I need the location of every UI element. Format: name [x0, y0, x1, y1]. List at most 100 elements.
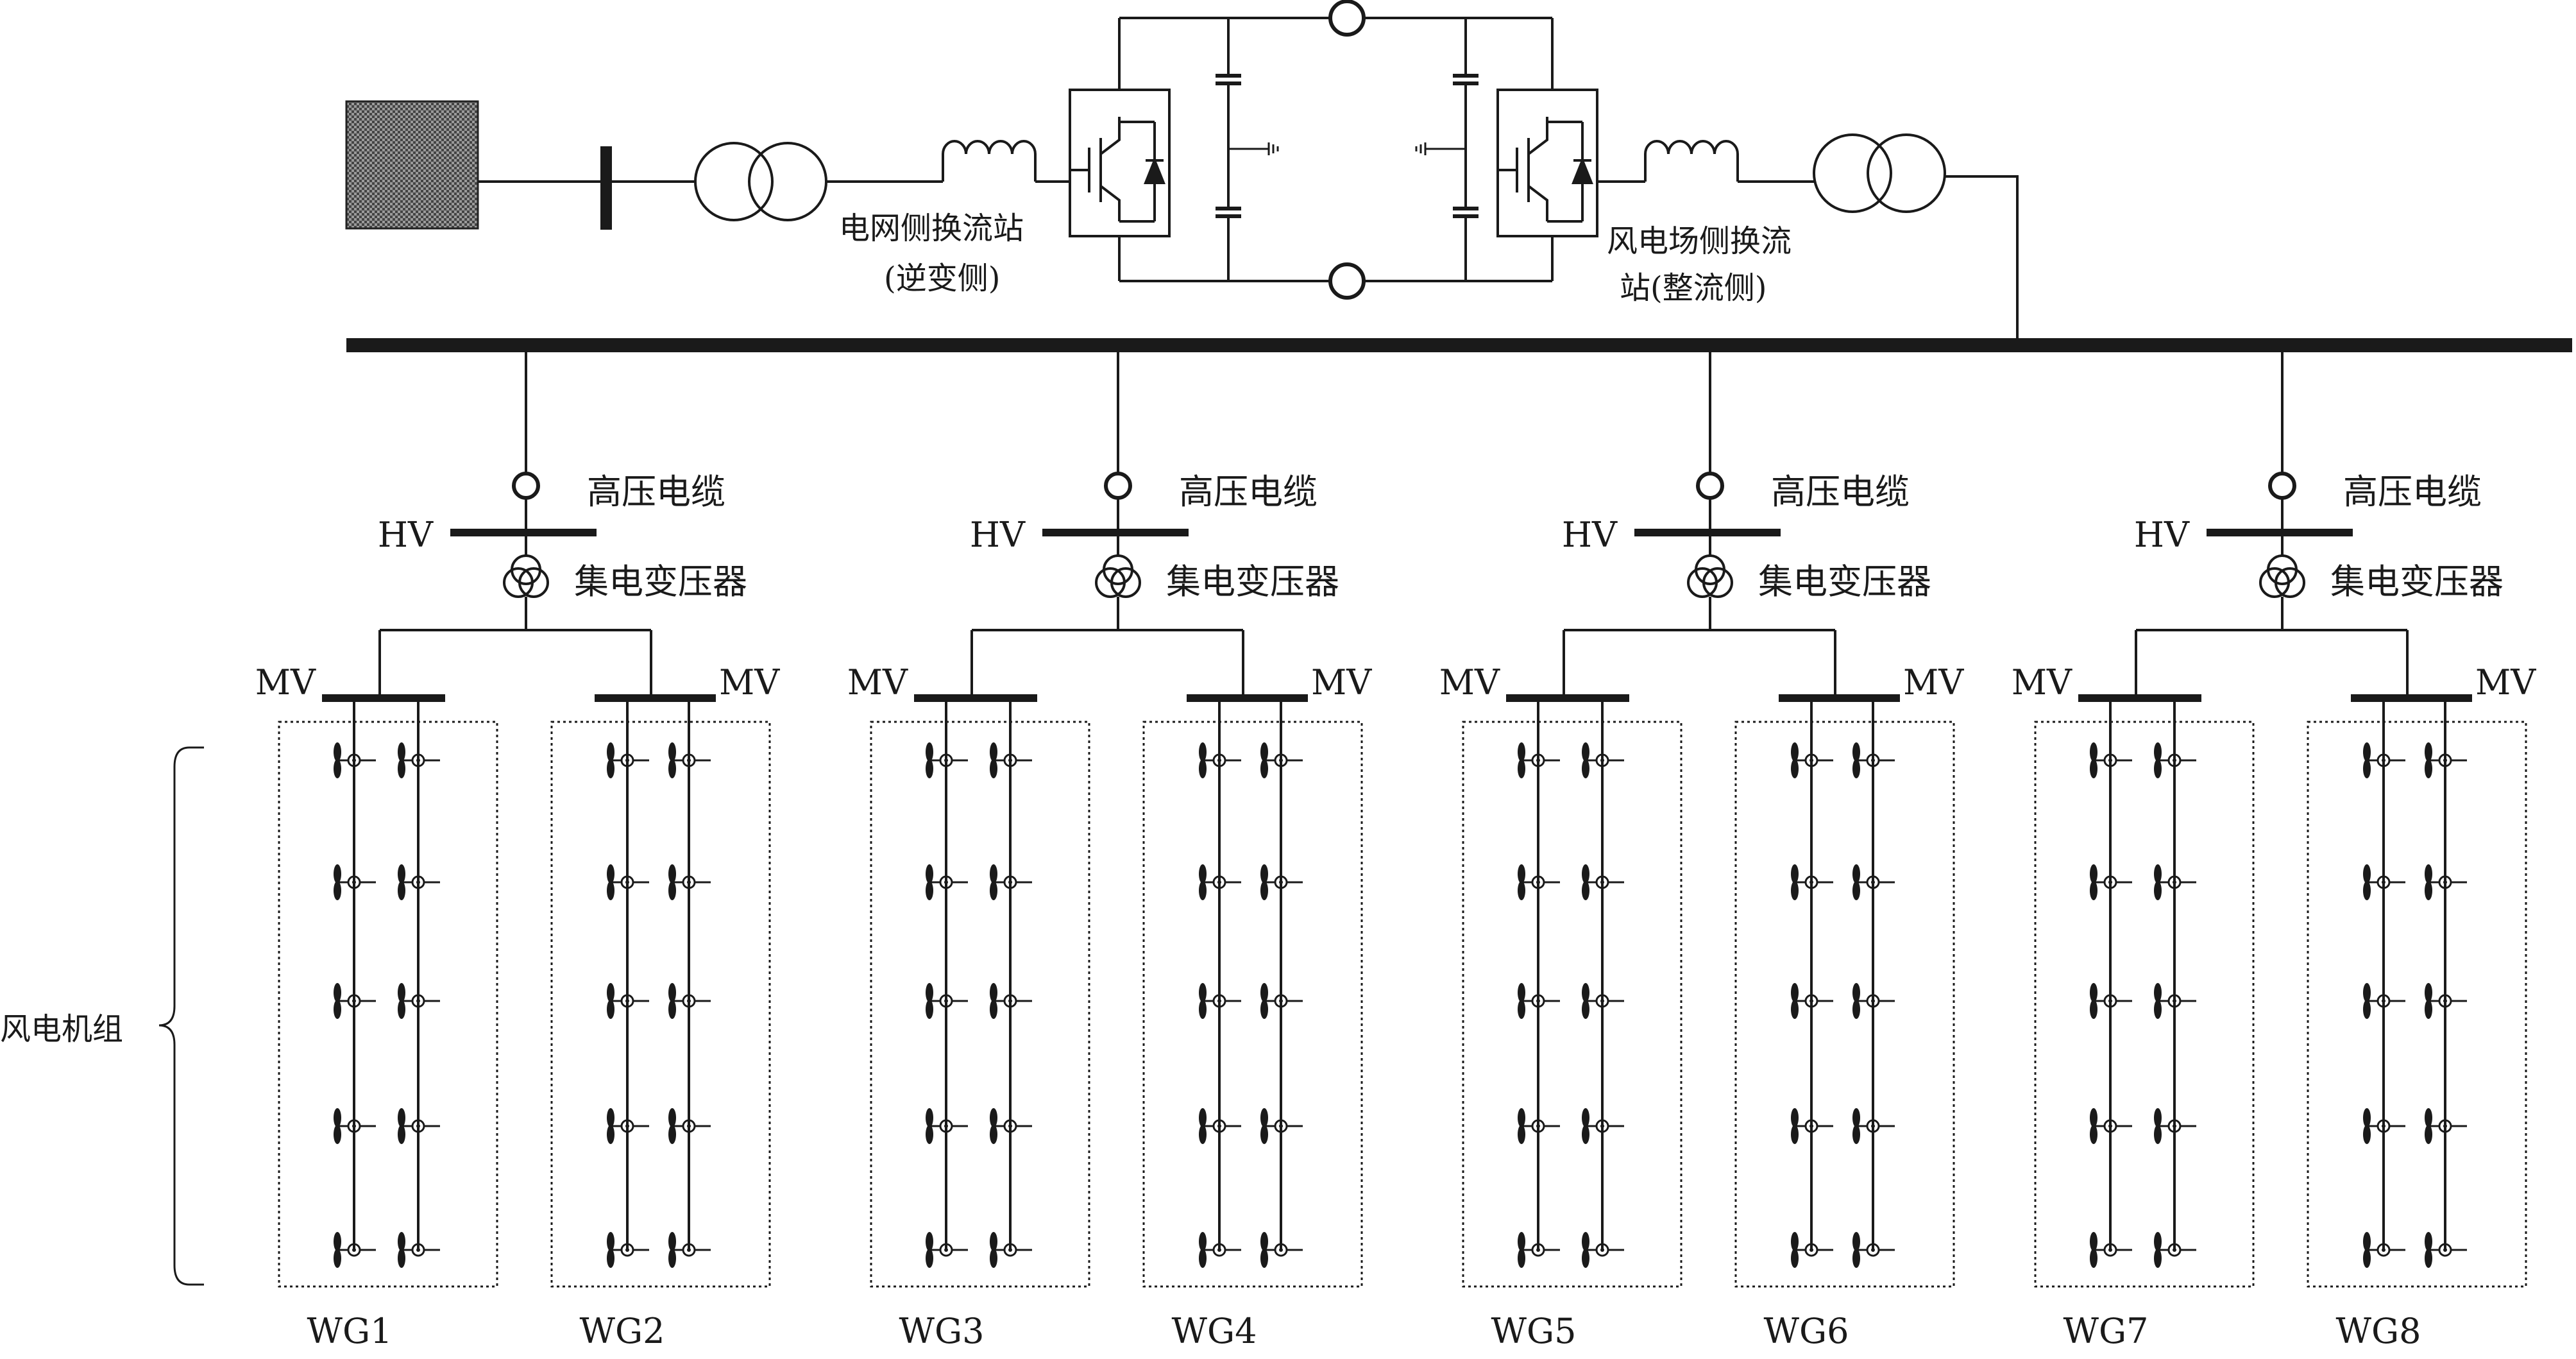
wind-turbine-icon [1518, 864, 1560, 900]
hv-cable-terminal-icon [1104, 472, 1132, 500]
turbine-group-left [278, 698, 498, 1288]
wind-turbine-icon [2090, 983, 2132, 1019]
hv-cable-terminal-icon [1696, 472, 1724, 500]
grid-side-dc-capacitors [1216, 18, 1279, 281]
wind-turbine-icon [1260, 742, 1303, 778]
wind-turbine-icon [926, 983, 968, 1019]
mv-label-right: MV [719, 662, 780, 703]
turbine-group-label: WG7 [2063, 1311, 2149, 1351]
mv-label-left: MV [2012, 662, 2072, 703]
wind-turbine-icon [2425, 742, 2467, 778]
wind-turbine-icon [1260, 1108, 1303, 1144]
wind-turbine-icon [1260, 1232, 1303, 1268]
wind-turbine-icon [1199, 742, 1241, 778]
hv-cable-label: 高压电缆 [2343, 472, 2482, 512]
wind-side-station-label: 风电场侧换流 [1607, 223, 1792, 259]
wind-turbine-icon [1791, 864, 1833, 900]
collection-transformer-icon [1687, 554, 1733, 598]
grid-side-station-sublabel: (逆变侧) [884, 261, 1000, 296]
turbine-group-right [1734, 698, 1955, 1288]
wind-side-station-sublabel: 站(整流侧) [1620, 270, 1767, 306]
wind-turbine-icon [607, 1232, 649, 1268]
wind-side-converter-valve [1496, 89, 1598, 237]
wind-turbine-icon [668, 864, 711, 900]
turbine-group-label: WG4 [1172, 1311, 1257, 1351]
mv-label-left: MV [847, 662, 908, 703]
wind-turbine-icon [607, 864, 649, 900]
wind-turbine-icon [2363, 742, 2405, 778]
dc-positive-cable-terminal [1328, 0, 1366, 37]
wind-turbine-icon [2363, 983, 2405, 1019]
wind-turbine-icon [1199, 1232, 1241, 1268]
turbine-group-label: WG6 [1764, 1311, 1849, 1351]
collection-transformer-icon [1095, 554, 1141, 598]
wind-turbine-icon [398, 1108, 440, 1144]
hv-cable-terminal-icon [512, 472, 540, 500]
hv-label: HV [970, 515, 1026, 555]
hv-cable-label: 高压电缆 [1771, 472, 1910, 512]
wind-turbine-icon [1518, 1232, 1560, 1268]
wind-turbine-icon [2154, 1232, 2196, 1268]
wind-turbine-icon [1199, 864, 1241, 900]
wind-turbine-icon [990, 864, 1032, 900]
wind-turbine-icon [926, 742, 968, 778]
turbine-group-enclosure [278, 721, 498, 1288]
wind-turbine-icon [1199, 1108, 1241, 1144]
wind-turbine-icon [668, 1232, 711, 1268]
turbine-group-left [1462, 698, 1682, 1288]
wind-turbine-icon [607, 983, 649, 1019]
feeder-bay [870, 352, 1363, 1288]
wind-turbine-icon [398, 742, 440, 778]
wind-turbine-icon [990, 1108, 1032, 1144]
turbine-group-right [550, 698, 771, 1288]
wind-turbine-icon [1852, 742, 1895, 778]
grid-side-converter-valve [1069, 89, 1171, 237]
dc-negative-cable-terminal [1328, 262, 1366, 300]
turbine-group-enclosure [1734, 721, 1955, 1288]
turbine-group-enclosure [2034, 721, 2255, 1288]
wind-units-bracket [158, 746, 204, 1286]
wind-turbine-icon [1791, 742, 1833, 778]
wind-turbine-icon [1791, 1108, 1833, 1144]
hv-label: HV [378, 515, 434, 555]
wind-turbine-icon [2363, 864, 2405, 900]
wind-turbine-icon [398, 983, 440, 1019]
wind-turbine-icon [2154, 864, 2196, 900]
wind-turbine-icon [334, 1232, 376, 1268]
turbine-group-enclosure [870, 721, 1090, 1288]
wind-units-label: 风电机组 [0, 1011, 123, 1047]
wind-side-dc-capacitors [1415, 18, 1479, 281]
turbine-group-right [1142, 698, 1363, 1288]
ac-grid-source [345, 100, 479, 230]
mv-label-right: MV [2475, 662, 2536, 703]
wind-turbine-icon [1518, 1108, 1560, 1144]
wind-turbine-icon [990, 742, 1032, 778]
wind-turbine-icon [2090, 742, 2132, 778]
wind-turbine-icon [2154, 742, 2196, 778]
wind-turbine-icon [1791, 1232, 1833, 1268]
wind-turbine-icon [334, 864, 376, 900]
hv-cable-label: 高压电缆 [1179, 472, 1318, 512]
wind-turbine-icon [668, 742, 711, 778]
grid-side-transformer [694, 142, 827, 221]
wind-turbine-icon [990, 983, 1032, 1019]
wind-turbine-icon [1582, 1108, 1624, 1144]
collection-transformer-label: 集电变压器 [1758, 561, 1931, 602]
feeder-bay [2034, 352, 2527, 1288]
collection-transformer-label: 集电变压器 [2330, 561, 2504, 602]
wind-turbine-icon [668, 1108, 711, 1144]
wind-turbine-icon [926, 1232, 968, 1268]
turbine-group-enclosure [550, 721, 771, 1288]
wind-turbine-icon [1260, 864, 1303, 900]
mv-label-left: MV [1439, 662, 1500, 703]
turbine-group-left [2034, 698, 2255, 1288]
turbine-group-enclosure [1142, 721, 1363, 1288]
wind-turbine-icon [990, 1232, 1032, 1268]
turbine-group-label: WG1 [307, 1311, 393, 1351]
wind-turbine-icon [1582, 983, 1624, 1019]
hv-label: HV [1562, 515, 1618, 555]
wind-turbine-icon [668, 983, 711, 1019]
wind-side-reactor [1644, 140, 1739, 182]
turbine-group-enclosure [2307, 721, 2527, 1288]
